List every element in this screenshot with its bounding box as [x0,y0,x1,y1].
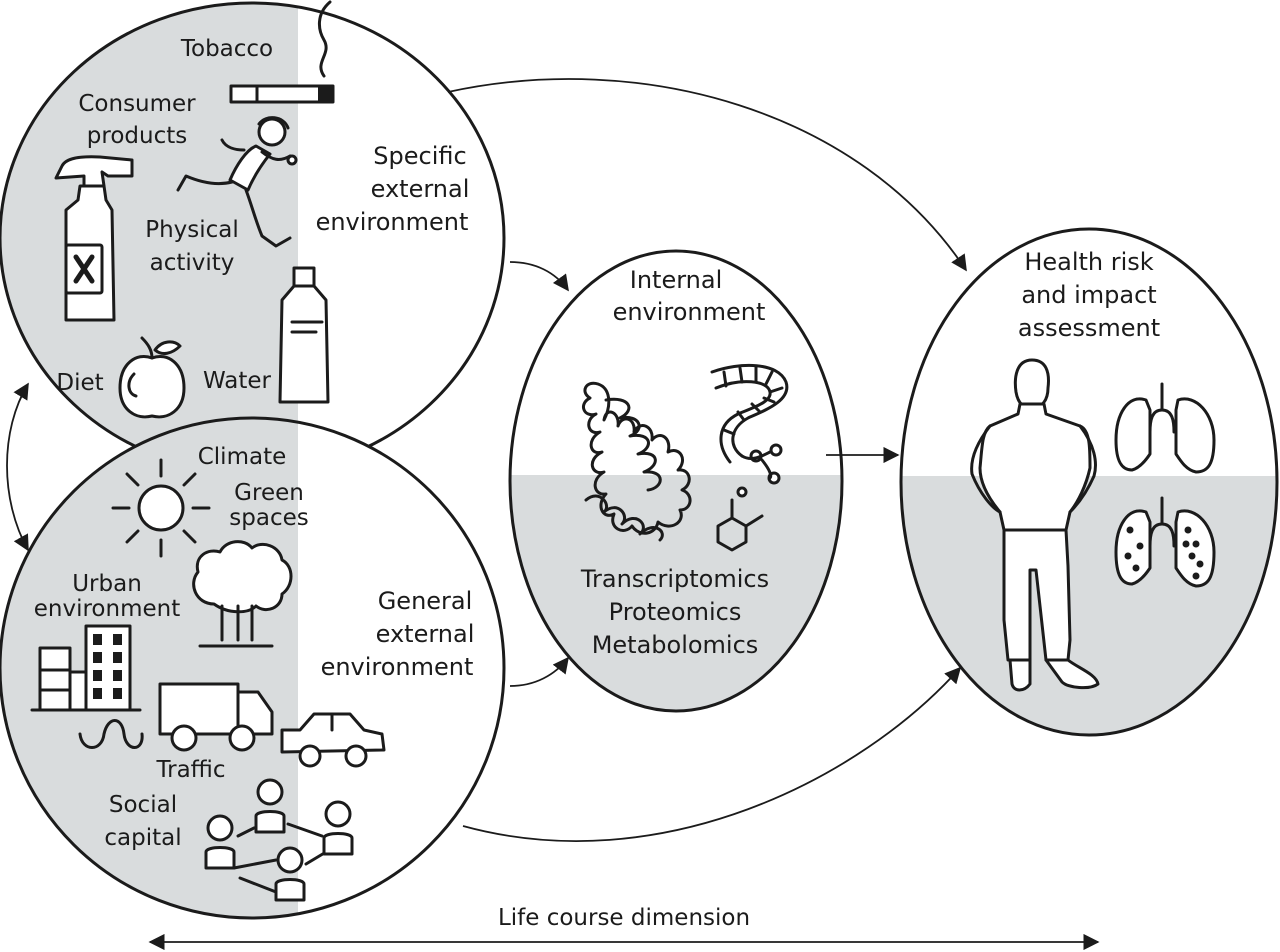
buildings-icon [30,624,144,749]
omics-transcriptomics: Transcriptomics [580,565,769,593]
arrow-specific-to-health [447,78,967,272]
arrow-general-to-internal [509,656,569,687]
urban-environment-label-line2: environment [34,596,180,622]
life-course-label: Life course dimension [498,905,750,931]
healthy-lungs-icon [1114,382,1216,474]
sun-icon [111,458,211,558]
health-title-line2: and impact [1021,281,1156,309]
physical-activity-label-line2: activity [150,250,235,276]
internal-environment-ellipse [508,249,844,713]
tobacco-label: Tobacco [180,36,273,62]
social-capital-label-line1: Social [109,792,177,818]
omics-metabolomics: Metabolomics [592,631,759,659]
arrow-specific-to-internal [509,261,569,292]
spray-bottle-icon [54,155,134,322]
social-capital-label-line2: capital [104,825,181,851]
diet-label: Diet [56,370,103,396]
specific-title-line3: environment [316,208,469,236]
water-bottle-icon [278,266,330,404]
person-icon [970,358,1100,692]
specific-title-line1: Specific [373,142,466,170]
internal-title-line2: environment [613,298,766,326]
apple-icon [118,336,186,419]
internal-title-line1: Internal [630,266,723,294]
arrows [6,78,1100,951]
diseased-lungs-icon [1114,496,1216,588]
physical-activity-label-line1: Physical [145,217,239,243]
traffic-label: Traffic [155,757,225,783]
general-title-line1: General [378,587,473,615]
general-circle-outline [0,416,506,920]
arrow-specific-general-bidirectional [6,382,29,552]
truck-icon [158,682,274,752]
health-ellipse-outline [899,227,1279,737]
arrow-general-to-health [462,666,962,842]
general-title-line2: external [376,620,475,648]
omics-proteomics: Proteomics [609,598,742,626]
rna-strand-icon [710,363,789,498]
health-shaded-half [901,476,1277,735]
tree-icon [192,540,293,648]
green-spaces-label-line2: spaces [229,505,308,531]
social-network-icon [204,778,354,902]
green-spaces-label-line1: Green [234,480,304,506]
car-icon [280,712,386,768]
specific-title-line2: external [371,175,470,203]
consumer-products-label-line1: Consumer [78,91,196,117]
runner-icon [176,116,298,248]
molecule-icon [716,498,764,552]
general-title-line3: environment [321,653,474,681]
water-label: Water [203,368,272,394]
health-title-line3: assessment [1018,314,1160,342]
climate-label: Climate [198,444,287,470]
internal-ellipse-outline [508,249,844,713]
urban-environment-label-line1: Urban [72,571,142,597]
consumer-products-label-line2: products [87,123,187,149]
health-title-line1: Health risk [1024,248,1153,276]
cigarette-icon [229,0,335,104]
protein-icon [581,381,692,542]
